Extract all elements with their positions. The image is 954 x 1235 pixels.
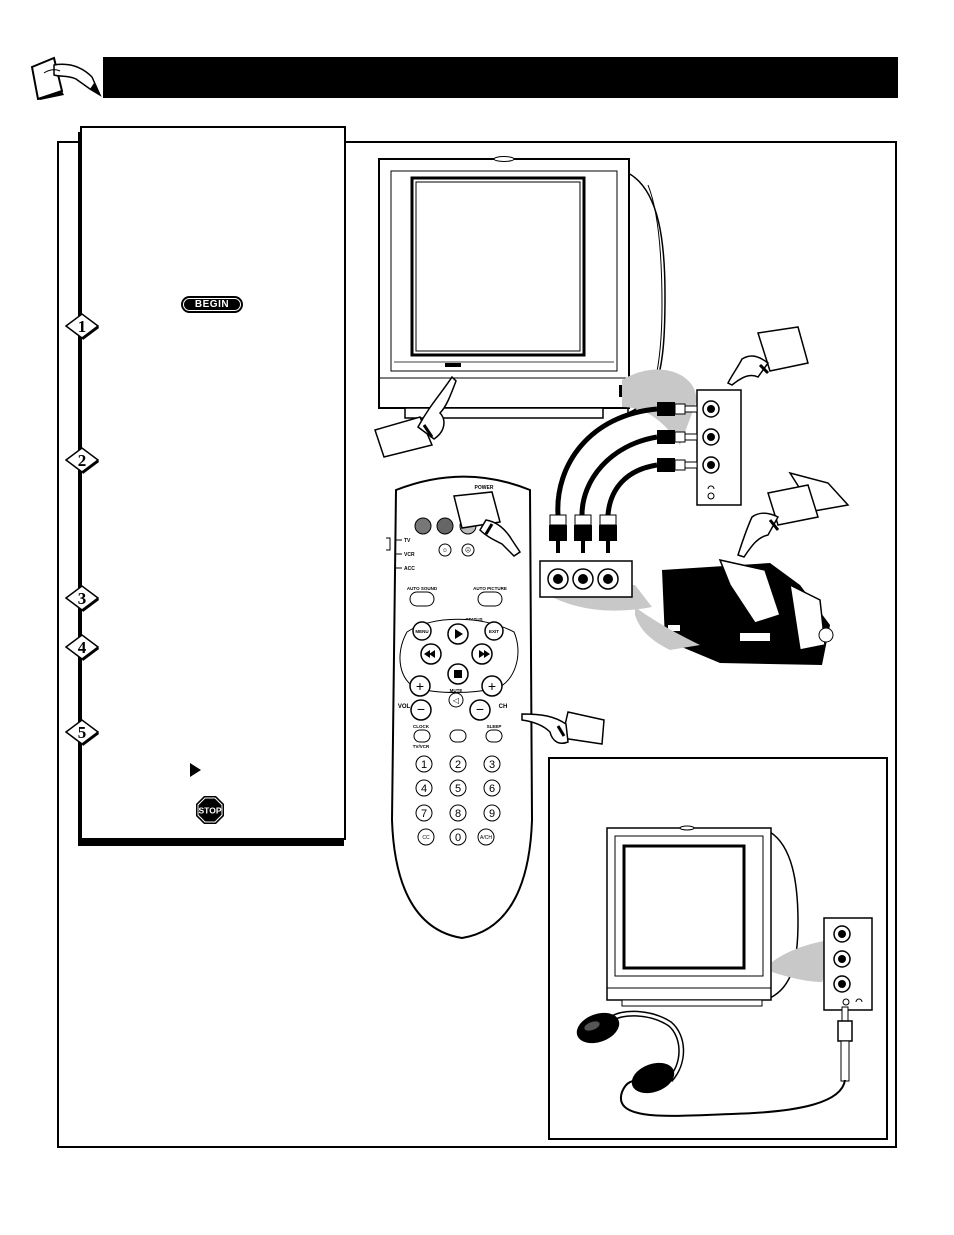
step-2-marker: 2 (64, 446, 100, 474)
content-frame (57, 141, 897, 1148)
audio-video-jack-panel (696, 389, 742, 506)
svg-text:CC: CC (422, 835, 430, 841)
svg-text:9: 9 (489, 808, 495, 820)
svg-text:2: 2 (78, 451, 87, 470)
svg-text:POWER: POWER (475, 485, 494, 491)
svg-text:4: 4 (78, 638, 87, 657)
svg-text:1: 1 (78, 317, 87, 336)
begin-badge: BEGIN (181, 296, 243, 313)
stop-sign-icon: STOP (195, 795, 225, 825)
audio-video-cables (555, 406, 658, 516)
svg-text:4: 4 (421, 783, 427, 795)
step-1-marker: 1 (64, 312, 100, 340)
svg-text:2: 2 (455, 759, 461, 771)
svg-text:+: + (488, 678, 496, 694)
step-5-marker: 5 (64, 718, 100, 746)
svg-text:3: 3 (489, 759, 495, 771)
svg-text:+: + (416, 678, 424, 694)
svg-text:6: 6 (489, 783, 495, 795)
header-bar (103, 57, 898, 98)
rca-plugs-tv-end (657, 402, 698, 472)
svg-text:5: 5 (78, 723, 87, 742)
audio-video-jack-panel-small (823, 917, 873, 1011)
step-4-marker: 4 (64, 633, 100, 661)
pointing-hand-power-button (453, 491, 522, 557)
headphone-illustration (576, 825, 873, 1117)
svg-text:VCR: VCR (404, 552, 415, 558)
svg-text:MENU: MENU (415, 629, 428, 634)
svg-text:VOL: VOL (398, 704, 411, 710)
note-pencil-icon (24, 55, 104, 101)
step-3-marker: 3 (64, 584, 100, 612)
svg-text:CH: CH (499, 704, 508, 710)
svg-text:7: 7 (421, 808, 427, 820)
rca-plugs-camcorder-end (549, 514, 617, 553)
svg-text:−: − (476, 701, 484, 717)
tv-set-small (606, 825, 799, 1007)
svg-text:ACC: ACC (404, 566, 415, 572)
svg-text:◁: ◁ (453, 696, 460, 705)
svg-text:AUTO PICTURE: AUTO PICTURE (473, 586, 507, 591)
pointing-hand-camcorder (737, 471, 850, 558)
pointing-hand-channel-button (521, 711, 605, 745)
svg-text:8: 8 (455, 808, 461, 820)
svg-text:0: 0 (455, 832, 461, 844)
svg-text:☺: ☺ (442, 548, 448, 554)
camcorder (662, 558, 834, 665)
svg-text:STATUS: STATUS (465, 617, 482, 622)
svg-text:−: − (417, 701, 425, 717)
svg-text:5: 5 (455, 783, 461, 795)
svg-text:SLEEP: SLEEP (487, 724, 502, 729)
play-icon (190, 763, 201, 777)
svg-text:☹: ☹ (465, 547, 471, 554)
svg-text:MUTE: MUTE (450, 688, 463, 693)
svg-text:TV: TV (404, 538, 411, 544)
svg-text:CLOCK: CLOCK (413, 724, 430, 729)
svg-text:A/CH: A/CH (480, 835, 492, 841)
svg-text:AUTO SOUND: AUTO SOUND (407, 586, 438, 591)
camcorder-jack-strip (539, 560, 633, 598)
svg-text:STOP: STOP (199, 806, 222, 816)
remote-control: TV VCR ACC ☺ ☹ POWER AUTO SOUND AUTO PIC… (386, 475, 605, 940)
headphone-plug (837, 1006, 853, 1082)
instructions-panel (80, 126, 346, 840)
svg-text:3: 3 (78, 589, 87, 608)
svg-text:TV/VCR: TV/VCR (413, 744, 430, 749)
tv-set (378, 156, 666, 419)
svg-text:EXIT: EXIT (489, 629, 499, 634)
pointing-hand-jack-panel (726, 326, 809, 386)
svg-text:1: 1 (421, 759, 427, 771)
pointing-hand-tv-button (374, 375, 457, 458)
headphones (576, 1010, 685, 1094)
connection-illustration (374, 156, 850, 665)
